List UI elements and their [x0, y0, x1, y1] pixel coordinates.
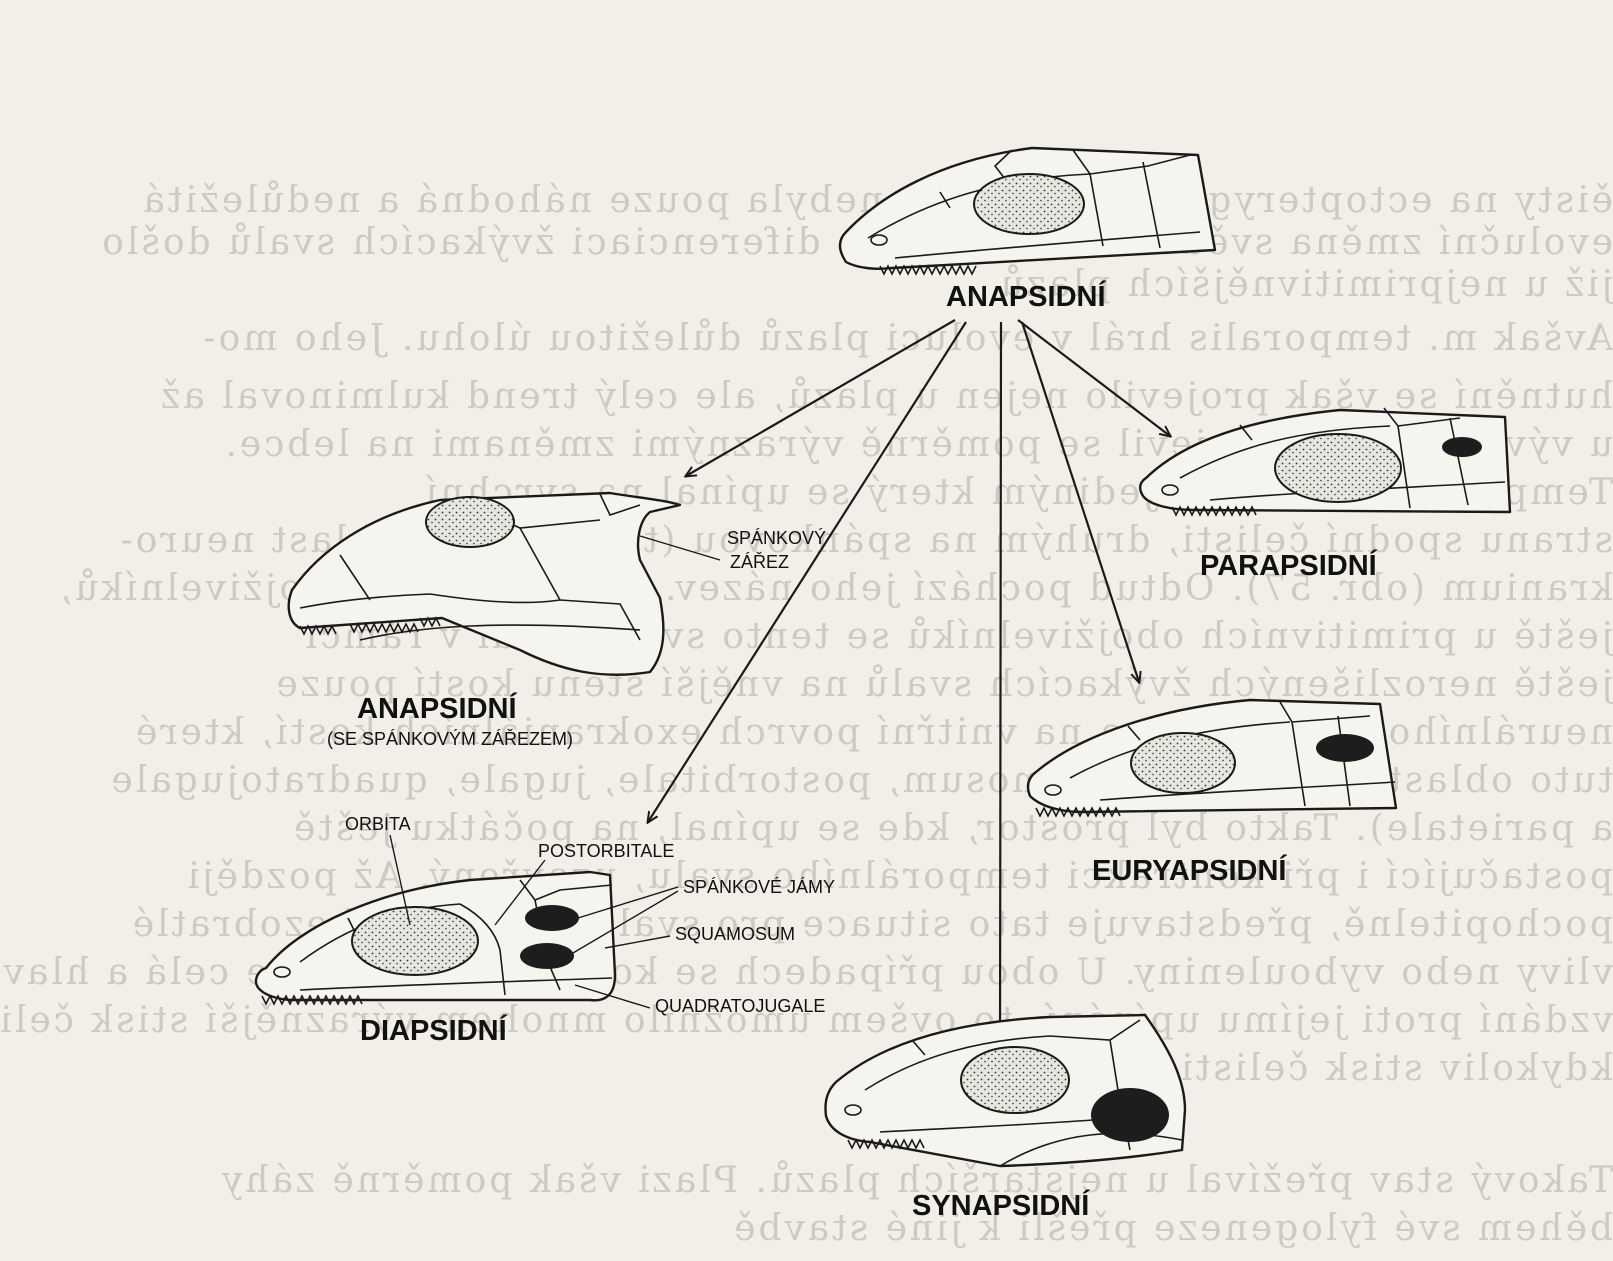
temporal-fenestrae-label: SPÁNKOVÉ JÁMY	[683, 877, 835, 897]
evolution-arrows	[648, 319, 1170, 1055]
temporal-notch-leader	[639, 535, 721, 561]
anapsid-notched-skull-icon	[287, 491, 682, 676]
orbita-leader	[389, 834, 411, 926]
temporal-notch-label-2: ZÁŘEZ	[730, 552, 789, 572]
arrow-to-parapsid	[1017, 319, 1170, 436]
parapsid-label: PARAPSIDNÍ	[1200, 548, 1378, 582]
temporal-notch-label-1: SPÁNKOVÝ	[727, 528, 826, 548]
postorbitale-label: POSTORBITALE	[538, 841, 674, 861]
anapsid-skull-icon	[838, 146, 1217, 276]
squamosum-leader	[604, 935, 671, 949]
arrow-to-diapsid	[648, 321, 967, 822]
temporal-fenestra-leader-2	[572, 890, 679, 954]
orbita-label: ORBITA	[345, 814, 411, 834]
synapsid-label: SYNAPSIDNÍ	[912, 1188, 1090, 1222]
anapsid-notched-label: ANAPSIDNÍ	[357, 691, 517, 725]
diapsid-skull-icon	[254, 870, 617, 1006]
parapsid-skull-icon	[1138, 407, 1512, 517]
arrow-to-anapsid-notched	[686, 319, 956, 476]
arrow-to-synapsid	[1000, 321, 1001, 1055]
squamosum-label: SQUAMOSUM	[675, 924, 795, 944]
quadratojugale-leader	[574, 984, 651, 1009]
postorbitale-leader	[494, 859, 546, 926]
euryapsid-label: EURYAPSIDNÍ	[1092, 853, 1287, 887]
anapsid-label: ANAPSIDNÍ	[946, 279, 1106, 313]
quadratojugale-label: QUADRATOJUGALE	[655, 996, 825, 1016]
temporal-fenestra-leader-1	[577, 886, 679, 919]
anapsid-notched-sublabel: (SE SPÁNKOVÝM ZÁŘEZEM)	[327, 729, 573, 749]
synapsid-skull-icon	[824, 1013, 1187, 1168]
diapsid-label: DIAPSIDNÍ	[360, 1013, 508, 1047]
arrow-to-euryapsid	[1020, 321, 1139, 682]
euryapsid-skull-icon	[1026, 698, 1398, 818]
diapsid-annotations: ORBITA POSTORBITALE SPÁNKOVÉ JÁMY SQUAMO…	[345, 814, 835, 1016]
